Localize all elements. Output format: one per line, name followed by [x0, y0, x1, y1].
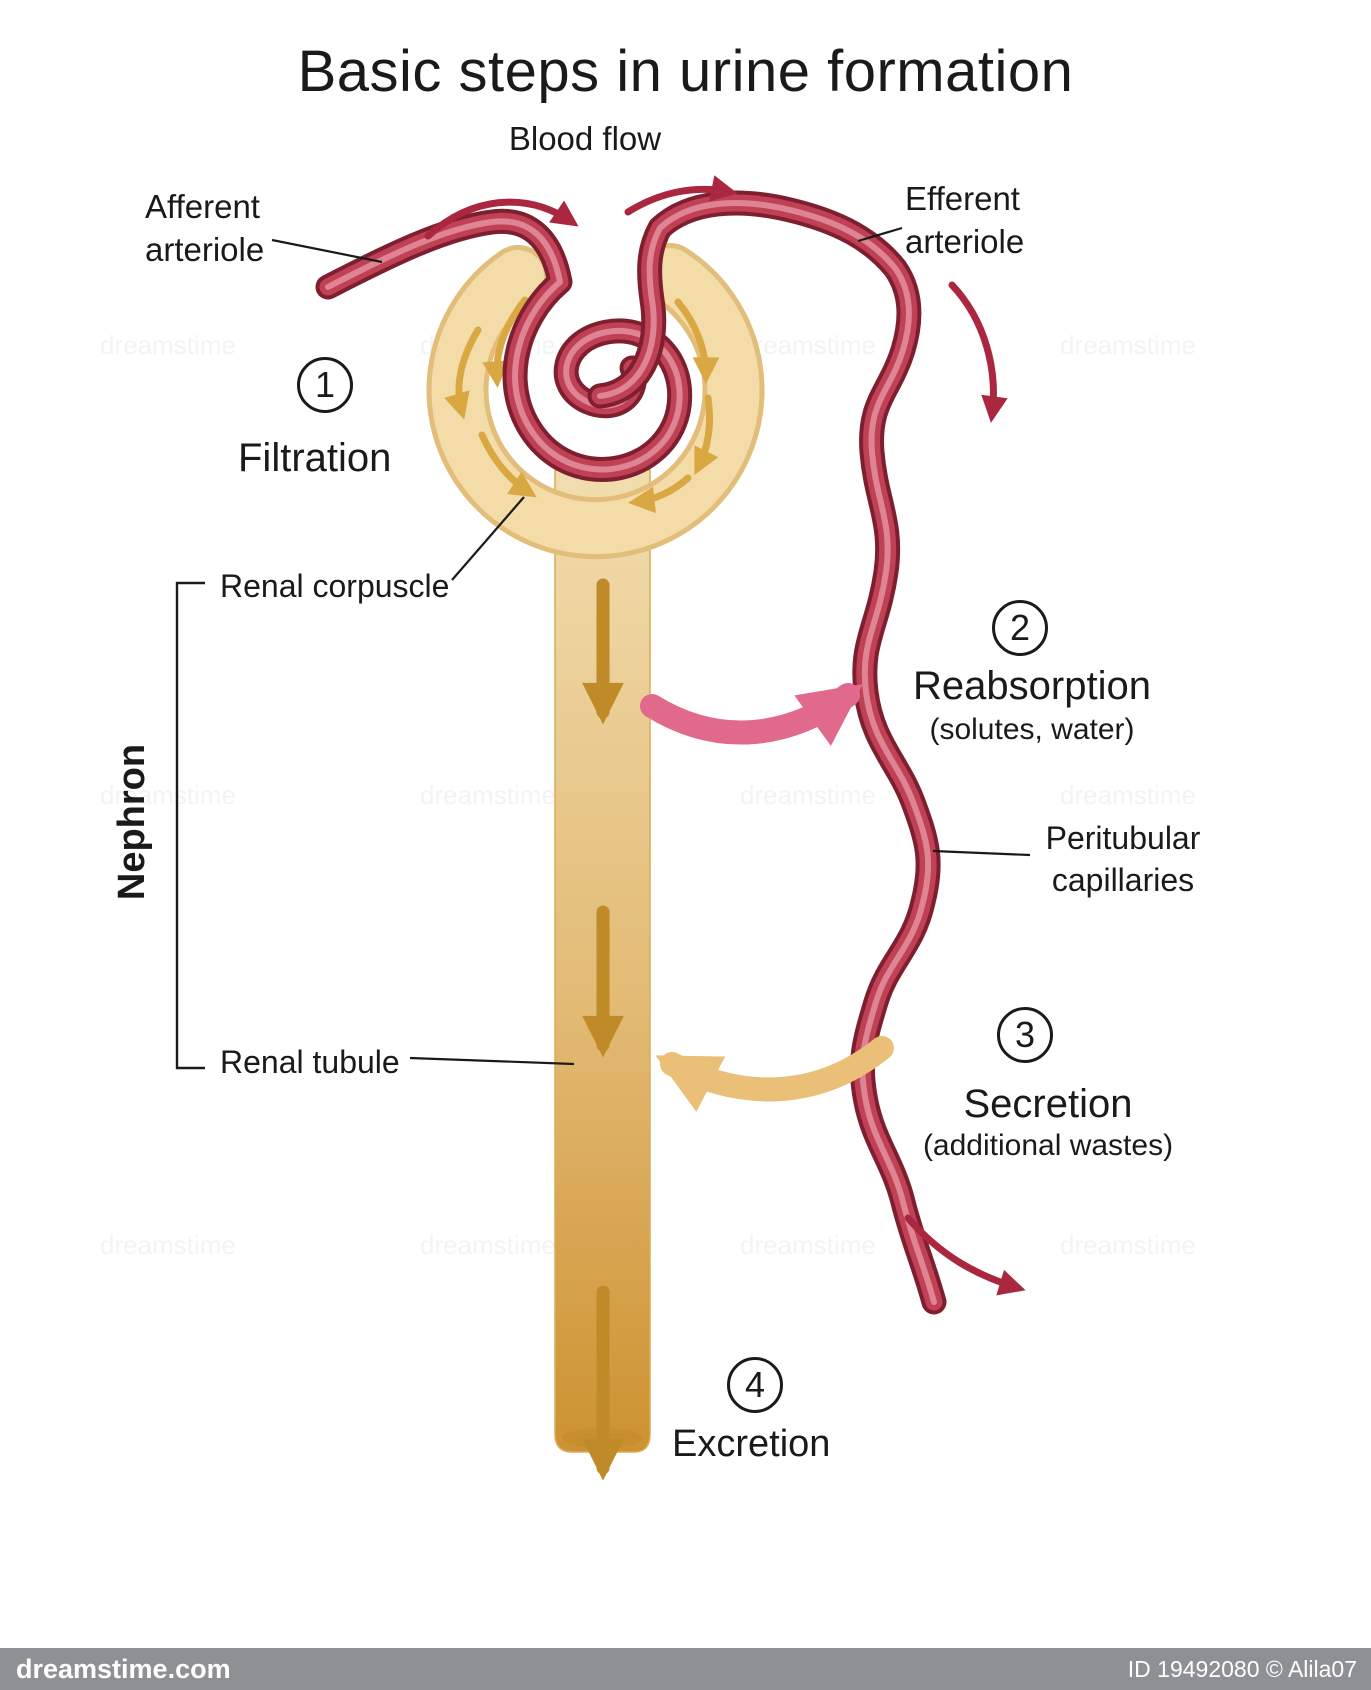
step-4-number: 4 [744, 1364, 766, 1405]
reabsorption-arrow [640, 683, 864, 746]
step-2-label: Reabsorption [913, 664, 1151, 708]
nephron-bracket [175, 581, 205, 1070]
step-3-label: Secretion [963, 1082, 1133, 1126]
leader-lines [271, 226, 1031, 1066]
efferent-arteriole-label: Efferent arteriole [905, 180, 1025, 260]
step-2-badge: 2 [992, 600, 1048, 656]
footer-site-logo: dreamstime.com [16, 1653, 231, 1684]
step-1-badge: 1 [297, 357, 353, 413]
step-1-label: Filtration [238, 436, 392, 480]
efferent-leader-line [857, 226, 903, 243]
footer-image-id: ID 19492080 © Alila07 [1127, 1655, 1357, 1682]
page-title: Basic steps in urine formation [297, 39, 1074, 104]
blood-flow-label: Blood flow [508, 120, 662, 157]
blood-flow-arrows [424, 175, 1026, 1296]
renal-tubule-leader-line [409, 1056, 575, 1066]
step-2-number: 2 [1009, 607, 1031, 648]
step-1-number: 1 [314, 364, 336, 405]
filtrate-arrows [444, 296, 720, 514]
footer-bar: dreamstime.com ID 19492080 © Alila07 [0, 1648, 1371, 1690]
step-3-badge: 3 [997, 1007, 1053, 1063]
step-4-badge: 4 [727, 1357, 783, 1413]
secretion-arrow [655, 1036, 894, 1112]
step-4-label: Excretion [672, 1423, 831, 1465]
afferent-arteriole-label: Afferent arteriole [145, 188, 265, 268]
step-3-number: 3 [1014, 1014, 1036, 1055]
peritubular-capillaries-label: Peritubular capillaries [1045, 820, 1201, 898]
renal-tubule-label: Renal tubule [220, 1044, 400, 1080]
step-2-sublabel: (solutes, water) [929, 713, 1135, 746]
renal-corpuscle-label: Renal corpuscle [220, 568, 450, 604]
step-3-sublabel: (additional wastes) [922, 1129, 1174, 1162]
peritubular-leader-line [932, 849, 1031, 857]
afferent-leader-line [271, 238, 383, 264]
renal-corpuscle-leader-line [451, 496, 525, 581]
nephron-label: Nephron [111, 743, 153, 901]
